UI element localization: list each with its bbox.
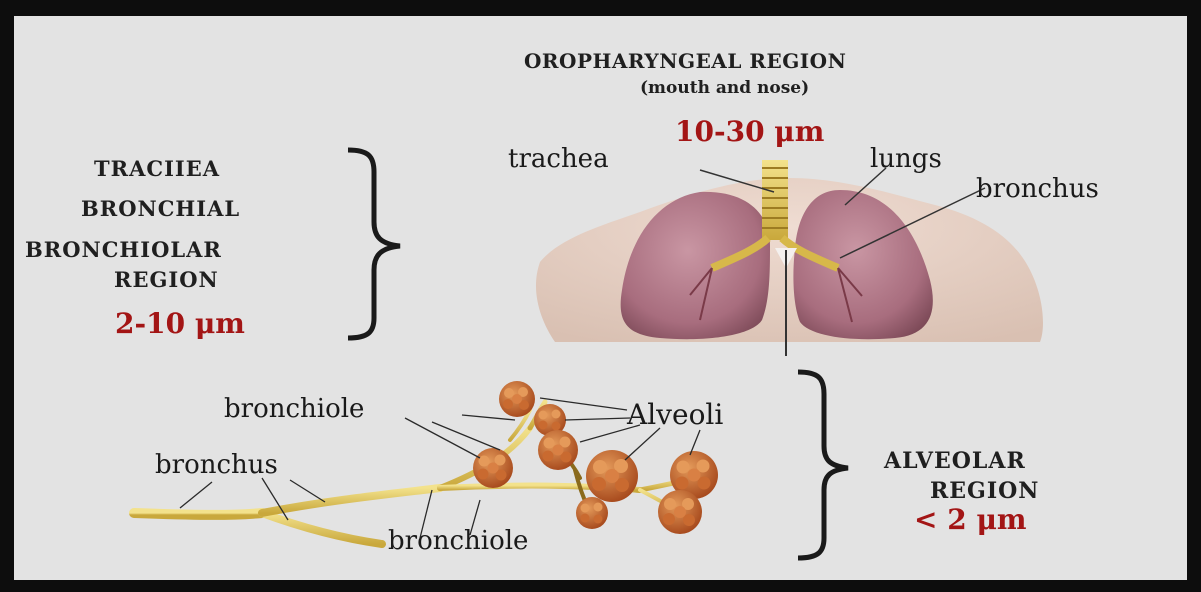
bronchiole-bottom-label: bronchiole [388, 528, 528, 554]
trachea-region-line3: BRONCHIOLAR [25, 239, 222, 260]
alveolar-region-line2: REGION [930, 480, 1039, 502]
oropharyngeal-title: OROPHARYNGEAL REGION [524, 51, 846, 71]
alveolus-cluster [473, 448, 513, 488]
alveolar-region-size: < 2 μm [914, 506, 1027, 534]
alveolus-cluster [576, 497, 608, 529]
trachea-region-line4: REGION [114, 269, 219, 290]
bronchus-upper-label: bronchus [976, 176, 1099, 202]
bronchus-lower-label: bronchus [155, 452, 278, 478]
trachea-region-line1: TRACIIEA [94, 158, 220, 179]
trachea-region-line2: BRONCHIAL [81, 198, 240, 219]
trachea-region-size: 2-10 μm [115, 310, 245, 338]
alveolus-cluster [658, 490, 702, 534]
lungs-label: lungs [870, 146, 942, 172]
trachea-rings [762, 168, 788, 228]
bronchiole-top-label: bronchiole [224, 396, 364, 422]
alveoli-label: Alveoli [627, 401, 723, 429]
trachea-label: trachea [508, 146, 609, 172]
alveolus-cluster [499, 381, 535, 417]
alveolus-cluster [538, 430, 578, 470]
alveolus-cluster [586, 450, 638, 502]
oropharyngeal-size: 10-30 μm [675, 118, 824, 146]
alveolar-region-line1: ALVEOLAR [884, 450, 1026, 472]
oropharyngeal-subtitle: (mouth and nose) [640, 80, 809, 97]
